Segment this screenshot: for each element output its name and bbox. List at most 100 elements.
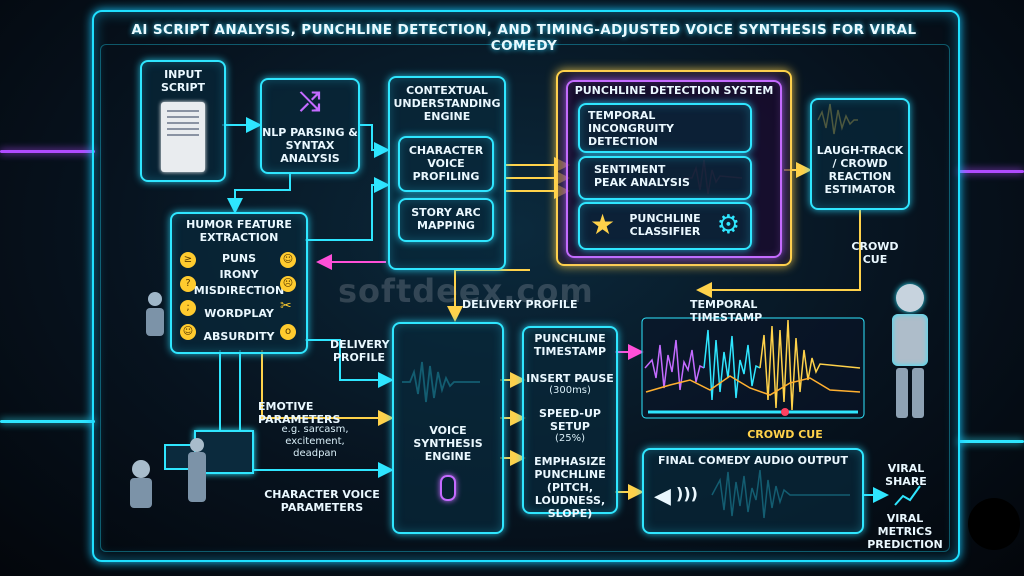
- classifier-line2: CLASSIFIER: [629, 225, 701, 238]
- emotive-examples: e.g. sarcasm, excitement, deadpan: [270, 424, 360, 460]
- emotive-example-2: excitement,: [285, 436, 345, 447]
- context-line3: ENGINE: [423, 110, 471, 123]
- waveform-envelope: [645, 375, 861, 396]
- delivery-left-line2: PROFILE: [332, 351, 385, 364]
- left-neon-line-2: [0, 420, 95, 423]
- crowd-cue-right-line2: CUE: [862, 253, 888, 266]
- cvp-line1: CHARACTER: [408, 144, 484, 157]
- temporal-line1: TEMPORAL: [588, 109, 656, 122]
- final-output-label: FINAL COMEDY AUDIO OUTPUT: [658, 454, 848, 467]
- angry-emoji-icon: ☹: [280, 276, 296, 292]
- cvparam-line2: PARAMETERS: [280, 501, 364, 514]
- waveform-gold: [759, 319, 861, 411]
- right-neon-line-2: [958, 440, 1024, 443]
- context-line2: UNDERSTANDING: [393, 97, 501, 110]
- thinking-emoji-icon: ?: [180, 276, 196, 292]
- humor-line2: EXTRACTION: [199, 231, 279, 244]
- gear-icon: ⚙: [716, 210, 740, 240]
- pause-line1: INSERT PAUSE: [526, 372, 614, 385]
- nlp-label-line2: SYNTAX ANALYSIS: [280, 139, 340, 165]
- humor-item-misdirection: MISDIRECTION: [193, 284, 285, 297]
- laugh-line3: REACTION: [828, 170, 892, 183]
- humor-item-irony: IRONY: [219, 268, 259, 281]
- story-line1: STORY ARC: [411, 206, 481, 219]
- pause-line2: (300ms): [549, 385, 591, 396]
- sentiment-line1: SENTIMENT: [594, 163, 666, 176]
- input-script-box: INPUT SCRIPT: [140, 60, 226, 182]
- smiling-emoji-icon: ☺: [280, 252, 296, 268]
- story-line2: MAPPING: [417, 219, 475, 232]
- speed-line2: (25%): [554, 433, 586, 444]
- arrow-humor-to-context: [305, 177, 390, 241]
- humor-item-absurdity: ABSURDITY: [203, 330, 275, 343]
- emph-line1: EMPHASIZE: [534, 455, 606, 468]
- nlp-label-line1: NLP PARSING &: [262, 126, 358, 139]
- final-audio-output-box: FINAL COMEDY AUDIO OUTPUT ◀ ))): [642, 448, 864, 534]
- cvparam-line1: CHARACTER VOICE: [264, 488, 380, 501]
- humor-line1: HUMOR FEATURE: [186, 218, 292, 231]
- viral-share-label: VIRAL SHARE: [885, 462, 927, 488]
- speed-line1: SPEED-UP SETUP: [539, 407, 601, 433]
- temporal-incongruity-box: TEMPORAL INCONGRUITY DETECTION: [578, 103, 752, 153]
- surprised-emoji-icon: o: [280, 324, 296, 340]
- story-arc-box: STORY ARC MAPPING: [398, 198, 494, 242]
- ts-line2: TIMESTAMP: [533, 345, 607, 358]
- arrow-nlp-to-context: [358, 124, 390, 158]
- emph-line2: PUNCHLINE: [534, 468, 606, 481]
- outer-frame: [92, 10, 960, 562]
- cvp-line2: VOICE: [427, 157, 465, 170]
- cvp-line3: PROFILING: [412, 170, 480, 183]
- crowd-cue-right-line1: CROWD: [851, 240, 899, 253]
- watermark: softdeex.com: [338, 272, 594, 310]
- scroll-icon: [161, 102, 205, 172]
- corner-dark-circle: [968, 498, 1020, 550]
- robots-workstation: [124, 420, 254, 520]
- humor-item-puns: PUNS: [221, 252, 257, 265]
- sentiment-line2: PEAK ANALYSIS: [594, 176, 690, 189]
- speaker-icon: ◀: [654, 484, 671, 509]
- laughing-emoji-icon: ≥: [180, 252, 196, 268]
- speaker-waves: ))): [676, 484, 698, 503]
- wink-emoji-icon: ;: [180, 300, 196, 316]
- classifier-line1: PUNCHLINE: [629, 212, 701, 225]
- viral-metrics-line2: PREDICTION: [867, 538, 943, 551]
- emotive-example-3: deadpan: [293, 448, 337, 459]
- temporal-line2: INCONGRUITY: [588, 122, 674, 135]
- emph-line5: SLOPE): [547, 507, 593, 520]
- star-icon: ★: [590, 208, 616, 241]
- laugh-line1: LAUGH-TRACK: [816, 144, 904, 157]
- emph-line4: LOUDNESS,: [534, 494, 606, 507]
- character-voice-parameters-label: CHARACTER VOICE PARAMETERS: [262, 488, 382, 514]
- arrow-humor-delivery: [305, 339, 394, 388]
- shuffle-icon: ⤭: [299, 87, 321, 117]
- laugh-line4: ESTIMATOR: [824, 183, 896, 196]
- waveform-cyan: [703, 329, 761, 401]
- punchline-classifier-box: ★ ⚙ PUNCHLINE CLASSIFIER: [578, 202, 752, 250]
- emotive-example-1: e.g. sarcasm,: [281, 424, 349, 435]
- laugh-track-box: LAUGH-TRACK / CROWD REACTION ESTIMATOR: [810, 98, 910, 210]
- crowd-cue-bottom-label: CROWD CUE: [747, 428, 823, 441]
- punchline-timestamp-box: PUNCHLINE TIMESTAMP INSERT PAUSE (300ms)…: [522, 326, 618, 520]
- robot-left-figure: [144, 292, 166, 352]
- waveform-purple: [644, 339, 705, 391]
- emotive-parameters-label: EMOTIVE PARAMETERS: [258, 400, 341, 426]
- arrow-delivery-profile: [447, 269, 530, 322]
- emph-line3: (PITCH,: [546, 481, 594, 494]
- sentiment-peak-box: SENTIMENT PEAK ANALYSIS: [578, 156, 752, 200]
- laugh-line2: / CROWD: [832, 157, 888, 170]
- arrow-laugh-to-timeline: [696, 210, 861, 298]
- voice-synthesis-engine-box: VOICE SYNTHESIS ENGINE: [392, 322, 504, 534]
- ts-line1: PUNCHLINE: [534, 332, 606, 345]
- viral-chart-line: [894, 485, 921, 506]
- waveform-panel: [641, 317, 865, 419]
- humor-item-wordplay: WORDPLAY: [204, 307, 274, 320]
- microphone-icon: [440, 475, 456, 501]
- voice-line2: SYNTHESIS: [413, 437, 483, 450]
- timeline-marker: [781, 408, 789, 416]
- right-neon-line-1: [958, 170, 1024, 173]
- temporal-timestamp-label: TEMPORAL TIMESTAMP: [690, 298, 763, 324]
- arrow-nlp-to-humor: [227, 172, 291, 214]
- punchline-system-title: PUNCHLINE DETECTION SYSTEM: [574, 84, 774, 97]
- diagram-title: AI SCRIPT ANALYSIS, PUNCHLINE DETECTION,…: [131, 22, 917, 54]
- character-voice-profiling-box: CHARACTER VOICE PROFILING: [398, 136, 494, 192]
